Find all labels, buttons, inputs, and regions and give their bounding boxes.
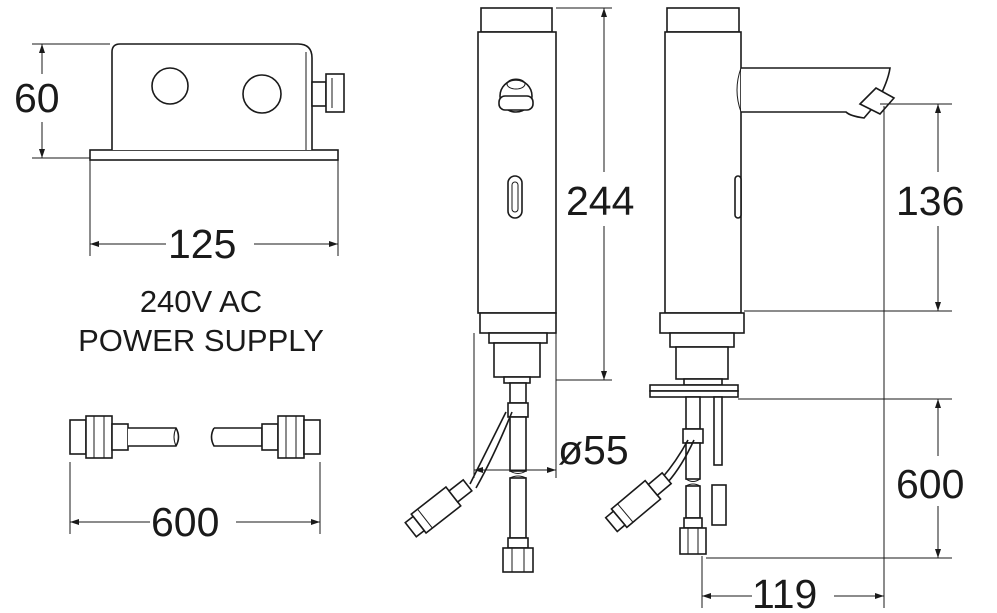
- dim-base-diameter: ø55: [473, 333, 629, 478]
- dim-tail-length: 600: [706, 398, 964, 559]
- mounting-plate: [649, 384, 739, 392]
- dim-label-136: 136: [896, 178, 964, 224]
- power-supply-note: 240V AC POWER SUPPLY: [40, 282, 362, 360]
- dim-power-box-width: 125: [89, 160, 339, 267]
- dim-spout-reach: 119: [701, 106, 885, 613]
- dim-hose-length: 600: [69, 462, 321, 545]
- power-supply-box: [89, 43, 345, 161]
- dim-power-box-height: 60: [14, 43, 110, 159]
- power-box-knob-right: [242, 74, 282, 114]
- dim-spout-height: 136: [744, 103, 964, 312]
- dim-label-600-hose: 600: [151, 499, 219, 545]
- tap-side-view: [604, 7, 896, 555]
- dim-label-119: 119: [752, 571, 817, 613]
- dim-label-60-top: 60: [14, 75, 60, 121]
- tap-front-view: [404, 7, 557, 573]
- power-supply-note-line1: 240V AC: [139, 284, 263, 319]
- dim-label-125: 125: [168, 221, 236, 267]
- spout: [741, 67, 891, 119]
- dim-tap-height: 244: [556, 7, 634, 381]
- power-supply-note-line2: POWER SUPPLY: [78, 323, 324, 358]
- dim-label-600-tail: 600: [896, 461, 964, 507]
- power-box-connector: [325, 73, 345, 113]
- flexible-hose: [69, 415, 321, 459]
- power-box-knob-left: [151, 67, 189, 105]
- dim-label-244: 244: [566, 178, 634, 224]
- dim-label-diameter: ø55: [558, 427, 629, 473]
